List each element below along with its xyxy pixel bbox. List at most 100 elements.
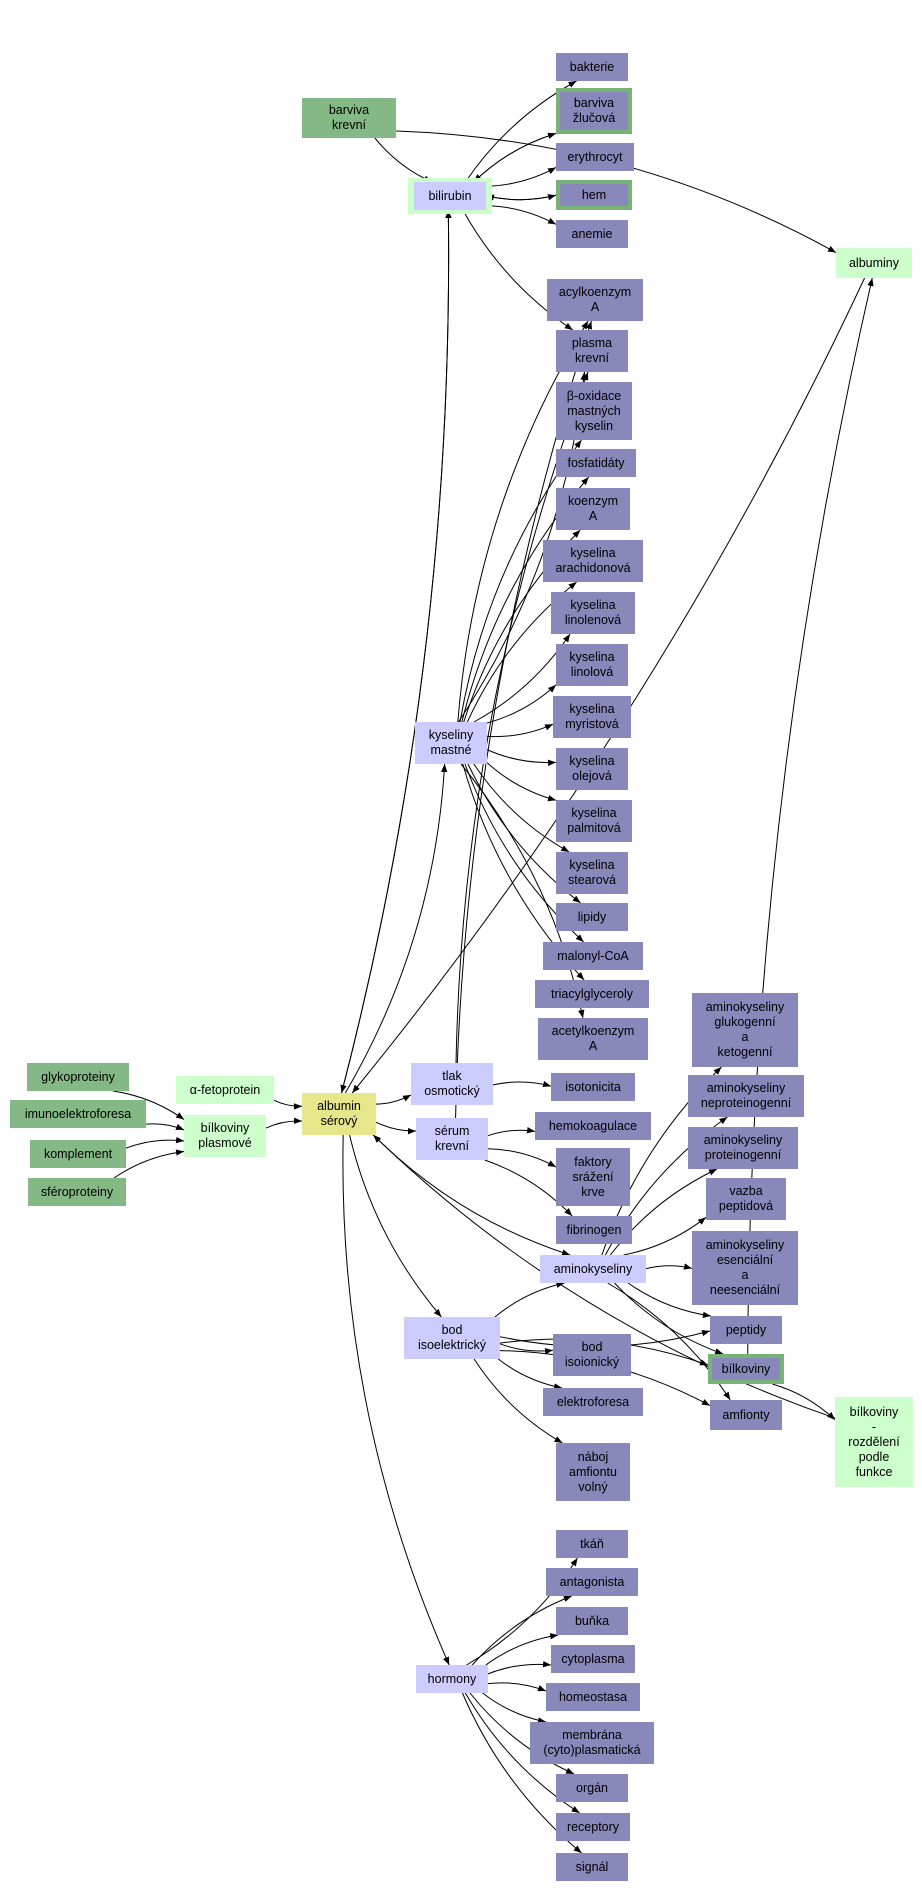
node-imuno[interactable]: imunoelektroforesa — [10, 1100, 146, 1128]
edge-hormony-membrana — [482, 1692, 547, 1724]
node-plasma[interactable]: plasma krevní — [556, 330, 628, 372]
node-bilirubin[interactable]: bilirubin — [414, 182, 486, 210]
node-barviva-krevni[interactable]: barviva krevní — [302, 98, 396, 138]
edge-hem-bilirubin — [485, 194, 557, 201]
edge-glykoproteiny-bilkPlas — [112, 1090, 185, 1120]
node-albumin[interactable]: albumin sérový — [302, 1093, 376, 1135]
node-hormony[interactable]: hormony — [416, 1665, 488, 1693]
node-receptory[interactable]: receptory — [556, 1813, 630, 1841]
edge-bilirubin-barvivaZlucova — [473, 132, 557, 183]
node-tlak[interactable]: tlak osmotický — [411, 1063, 493, 1105]
node-linolenova[interactable]: kyselina linolenová — [551, 592, 635, 634]
node-palmitova[interactable]: kyselina palmitová — [556, 800, 632, 842]
node-afeto[interactable]: α-fetoprotein — [176, 1076, 274, 1104]
edge-bod-naboj — [473, 1358, 563, 1444]
edge-barvivaKrevni-bilirubin — [374, 137, 433, 183]
node-bunka[interactable]: buňka — [556, 1607, 628, 1635]
node-ak-prot[interactable]: aminokyseliny proteinogenní — [688, 1127, 798, 1169]
node-koenzym-a[interactable]: koenzym A — [556, 488, 630, 530]
edge-aminokyseliny-akEsenc — [645, 1263, 693, 1270]
node-erythrocyt[interactable]: erythrocyt — [556, 143, 634, 171]
node-malonyl[interactable]: malonyl-CoA — [543, 942, 643, 970]
edge-kyseliny-linolova — [486, 684, 557, 724]
node-acylkoenzym[interactable]: acylkoenzym A — [547, 279, 643, 321]
edge-albumin-hormony — [342, 1134, 450, 1666]
edge-hormony-antagonista — [471, 1595, 572, 1666]
node-bilkoviny[interactable]: bílkoviny — [708, 1354, 784, 1384]
node-ak-gluko[interactable]: aminokyseliny glukogenní a ketogenní — [692, 993, 798, 1067]
node-amfionty[interactable]: amfionty — [710, 1400, 782, 1430]
node-signal[interactable]: signál — [556, 1853, 628, 1881]
node-bod-iso[interactable]: bod isoionický — [553, 1334, 631, 1376]
edge-albumin-bod — [349, 1134, 442, 1318]
node-serum[interactable]: sérum krevní — [416, 1118, 488, 1160]
edge-albumin-serum — [375, 1121, 417, 1135]
node-acetyl[interactable]: acetylkoenzym A — [538, 1018, 648, 1060]
node-fibrinogen[interactable]: fibrinogen — [556, 1216, 632, 1244]
node-bod[interactable]: bod isoelektrický — [404, 1317, 500, 1359]
node-fosfatidaty[interactable]: fosfatidáty — [556, 449, 636, 477]
edge-kyseliny-stearova — [473, 763, 570, 853]
node-vazba[interactable]: vazba peptidová — [706, 1178, 786, 1220]
edge-bilkRozd-albumin — [372, 1134, 836, 1419]
node-membrana[interactable]: membrána (cyto)plasmatická — [530, 1722, 654, 1764]
node-komplement[interactable]: komplement — [30, 1140, 126, 1168]
node-sferoproteiny[interactable]: sféroproteiny — [28, 1178, 126, 1206]
node-olejova[interactable]: kyselina olejová — [556, 748, 628, 790]
node-peptidy[interactable]: peptidy — [710, 1316, 782, 1344]
node-anemie[interactable]: anemie — [556, 220, 628, 248]
node-myristova[interactable]: kyselina myristová — [553, 696, 631, 738]
edge-hormony-organ — [469, 1692, 575, 1775]
node-tkan[interactable]: tkáň — [556, 1530, 628, 1558]
node-kyseliny[interactable]: kyseliny mastné — [415, 722, 487, 764]
edge-albumin-kyseliny — [344, 763, 448, 1094]
edge-bod-elektroforesa — [497, 1358, 563, 1390]
node-triacyl[interactable]: triacylglyceroly — [535, 980, 649, 1008]
node-cytoplasma[interactable]: cytoplasma — [551, 1645, 635, 1673]
node-ak-esenc[interactable]: aminokyseliny esenciální a neesenciální — [692, 1231, 798, 1305]
edge-hormony-bunka — [485, 1633, 559, 1666]
edge-albumin-tlak — [375, 1094, 412, 1105]
node-antagonista[interactable]: antagonista — [546, 1568, 638, 1596]
node-hem[interactable]: hem — [556, 180, 632, 210]
node-naboj[interactable]: náboj amfiontu volný — [556, 1443, 630, 1501]
edge-serum-hemokoag — [487, 1127, 536, 1137]
edge-bilkoviny-bilkRozd — [772, 1383, 836, 1421]
node-bakterie[interactable]: bakterie — [556, 53, 628, 81]
node-ak-neprot[interactable]: aminokyseliny neproteinogenní — [688, 1075, 804, 1117]
node-bilk-plas[interactable]: bílkoviny plasmové — [184, 1115, 266, 1157]
node-glykoproteiny[interactable]: glykoproteiny — [27, 1063, 129, 1091]
node-faktory[interactable]: faktory srážení krve — [556, 1148, 630, 1206]
edge-tlak-plasma — [455, 371, 589, 1064]
node-linolova[interactable]: kyselina linolová — [556, 644, 628, 686]
edge-albuminy-albumin — [351, 277, 866, 1094]
node-albuminy[interactable]: albuminy — [836, 248, 912, 278]
edge-bilkPlas-albumin — [265, 1117, 303, 1129]
edge-albumin-bilirubin — [341, 209, 452, 1094]
node-barviva-zlucova[interactable]: barviva žlučová — [556, 88, 632, 134]
edge-bod-bodIso — [499, 1343, 554, 1355]
node-organ[interactable]: orgán — [556, 1774, 628, 1802]
edge-hormony-homeostasa — [487, 1682, 547, 1692]
edge-serum-fibrinogen — [484, 1159, 573, 1217]
edge-bod-aminokyseliny — [494, 1281, 565, 1318]
edge-kyseliny-palmitova — [486, 762, 557, 802]
node-stearova[interactable]: kyselina stearová — [556, 852, 628, 894]
node-arachidonova[interactable]: kyselina arachidonová — [543, 540, 643, 582]
edge-sferoproteiny-bilkPlas — [113, 1149, 185, 1179]
node-bilk-rozd[interactable]: bílkoviny - rozdělení podle funkce — [835, 1397, 913, 1487]
edge-bilirubin-erythrocyt — [485, 167, 557, 187]
node-isotonicita[interactable]: isotonicita — [551, 1073, 635, 1101]
node-aminokyseliny[interactable]: aminokyseliny — [540, 1255, 646, 1283]
edge-komplement-bilkPlas — [125, 1136, 185, 1149]
node-elektroforesa[interactable]: elektroforesa — [543, 1388, 643, 1416]
node-lipidy[interactable]: lipidy — [556, 903, 628, 931]
edge-bilirubin-albumin — [340, 209, 450, 1094]
node-hemokoag[interactable]: hemokoagulace — [535, 1112, 651, 1140]
edge-barvivaZlucova-bilirubin — [473, 132, 557, 183]
edge-tlak-isotonicita — [492, 1080, 552, 1088]
node-homeostasa[interactable]: homeostasa — [546, 1683, 640, 1711]
node-betaox[interactable]: β-oxidace mastných kyselin — [556, 382, 632, 440]
edge-hormony-cytoplasma — [487, 1661, 552, 1675]
